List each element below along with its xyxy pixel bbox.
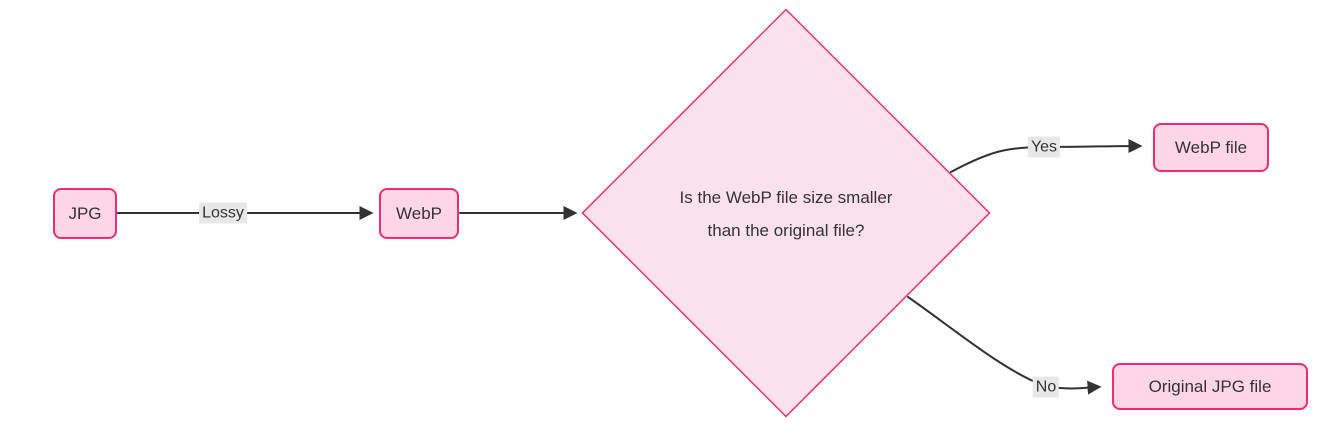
node-original-jpg-file: Original JPG file <box>1112 363 1308 410</box>
node-webp-file-label: WebP file <box>1174 137 1248 157</box>
node-webp: WebP <box>379 188 459 239</box>
node-jpg: JPG <box>53 188 117 239</box>
decision-label-line2: than the original file? <box>707 221 865 240</box>
edge-label-lossy: Lossy <box>199 202 247 224</box>
decision-diamond-label: Is the WebP file size smaller than the o… <box>616 181 956 247</box>
edge-label-no: No <box>1032 376 1060 398</box>
edge-label-yes: Yes <box>1027 136 1061 158</box>
node-webp-file: WebP file <box>1153 123 1269 172</box>
node-original-jpg-file-label: Original JPG file <box>1148 376 1272 396</box>
decision-label-line1: Is the WebP file size smaller <box>679 188 893 207</box>
node-jpg-label: JPG <box>68 203 102 223</box>
node-webp-label: WebP <box>396 203 442 223</box>
decision-diamond-shape <box>581 8 991 418</box>
edge-decision-no <box>907 296 1102 395</box>
